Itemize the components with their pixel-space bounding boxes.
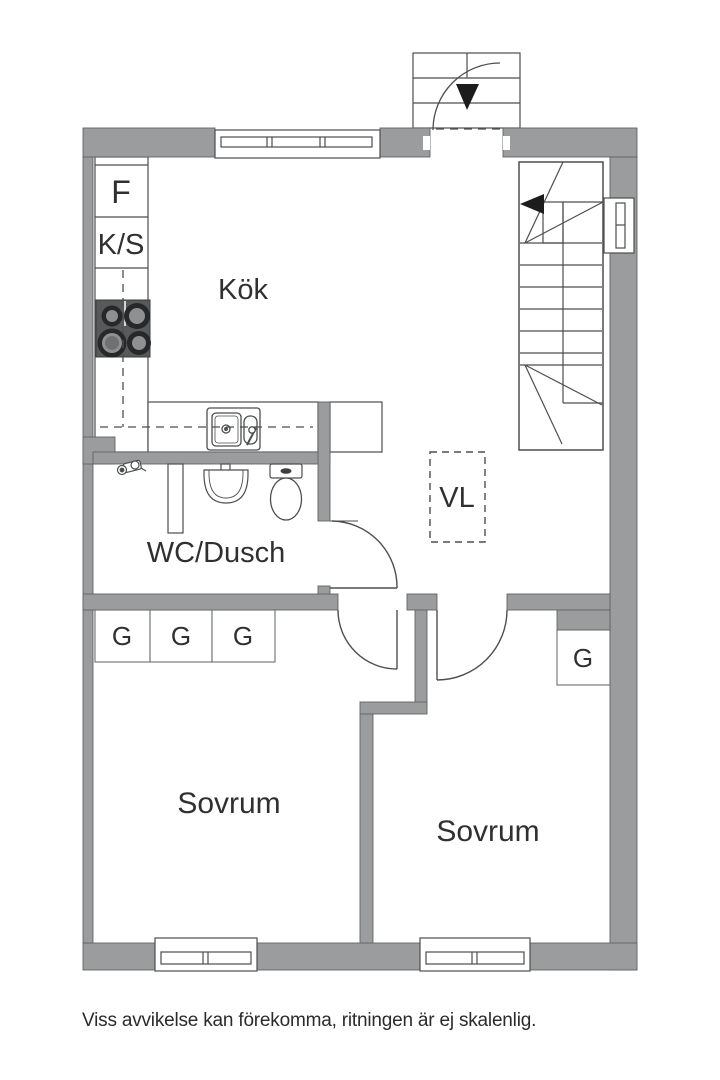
- wardrobes: [94, 609, 611, 686]
- wall-hall-south-right: [506, 593, 611, 611]
- room-label-bathroom: WC/Dusch: [147, 537, 286, 569]
- bedroom-right-window: [419, 937, 531, 972]
- room-label-bedroom-left: Sovrum: [177, 787, 280, 820]
- entry-door: [432, 62, 501, 131]
- wall-bedroom-divider-bottom: [359, 713, 374, 944]
- kitchen-counter-right: [329, 401, 383, 453]
- bedroom-left-door: [337, 609, 398, 670]
- wardrobe-label: G: [171, 621, 191, 651]
- wall-left: [82, 156, 94, 944]
- stair-window: [603, 197, 635, 254]
- wardrobe-label: G: [112, 621, 132, 651]
- wall-bedroom-divider-jog: [359, 701, 428, 715]
- bathroom-fixtures: [116, 459, 303, 534]
- kitchen-sink-icon: [206, 407, 261, 451]
- bedroom-right-door: [436, 609, 508, 681]
- wall-top-left: [82, 127, 216, 158]
- shower-mixer-icon: [116, 459, 147, 476]
- wall-top-right: [502, 127, 638, 158]
- wall-hall-south-left: [82, 593, 339, 611]
- fridge-freezer-label: K/S: [98, 229, 145, 261]
- walls: [82, 127, 638, 971]
- stair-direction-arrow-icon: [520, 194, 544, 214]
- wardrobe-label: G: [233, 621, 253, 651]
- bathroom-door: [330, 520, 398, 589]
- shower-screen: [167, 463, 184, 534]
- wall-bedroom-divider-top: [414, 609, 428, 709]
- bedroom-left-window: [154, 937, 258, 972]
- toilet-icon: [269, 463, 303, 521]
- ventilation-zone-box: [429, 451, 486, 543]
- wardrobe-box: [149, 609, 213, 663]
- washbasin-icon: [203, 463, 249, 504]
- fridge-label: F: [111, 174, 131, 210]
- wall-hall-south-mid: [406, 593, 438, 611]
- wall-closet-fill: [556, 609, 611, 631]
- room-label-kitchen: Kök: [218, 274, 268, 306]
- staircase: [518, 161, 604, 451]
- wardrobe-label: G: [573, 643, 593, 673]
- kitchen-window: [214, 129, 381, 159]
- wardrobe-box: [556, 629, 611, 686]
- interior-doors: [330, 520, 508, 681]
- entry-jamb-notches: [423, 136, 510, 150]
- entry-arrow-icon: [456, 84, 479, 110]
- wall-right: [609, 156, 638, 971]
- room-label-bedroom-right: Sovrum: [436, 815, 539, 848]
- wall-wc-east: [317, 401, 331, 522]
- disclaimer-text: Viss avvikelse kan förekomma, ritningen …: [82, 1010, 536, 1031]
- ventilation-label: VL: [439, 482, 474, 514]
- counter-centerlines: [100, 270, 313, 428]
- wardrobe-box: [211, 609, 276, 663]
- wall-top-mid: [379, 127, 431, 158]
- windows: [154, 129, 635, 972]
